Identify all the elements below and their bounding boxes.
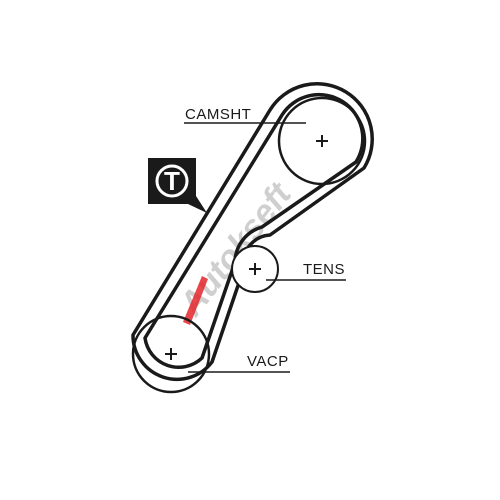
tensioner-label: TENS <box>303 261 345 278</box>
belt-inner-edge <box>143 92 365 369</box>
tensioner-center-icon <box>249 263 261 275</box>
tensioner-pulley <box>231 245 279 293</box>
badge-background <box>148 158 207 213</box>
watermark-red-mark <box>183 276 208 325</box>
leader-lines <box>184 122 346 373</box>
belt-outer-edge <box>131 82 374 382</box>
timing-belt <box>131 82 374 382</box>
crankshaft-label: VACP <box>247 353 289 370</box>
camshaft-center-icon <box>316 135 328 147</box>
camshaft-label: CAMSHT <box>185 106 251 123</box>
crankshaft-center-icon <box>165 348 177 360</box>
badge-letter: T <box>164 166 180 196</box>
badge-circle <box>155 164 189 198</box>
camshaft-pulley <box>277 96 367 186</box>
timing-badge: T <box>148 158 207 213</box>
crankshaft-pulley <box>131 314 211 394</box>
